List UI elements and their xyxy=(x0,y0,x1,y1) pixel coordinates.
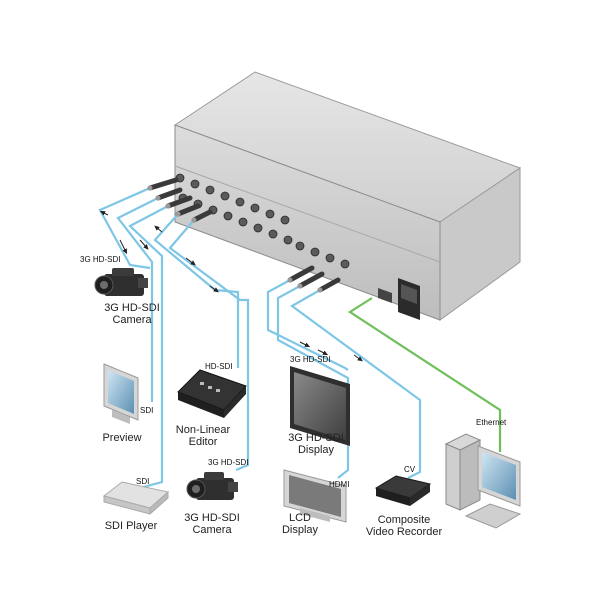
ethernet-cable xyxy=(347,297,502,452)
bnc-connectors xyxy=(147,173,350,293)
computer-port-label: Ethernet xyxy=(476,418,507,427)
preview-label: Preview xyxy=(102,432,142,444)
lcd-display-device xyxy=(283,469,347,523)
nonlinear-editor-device xyxy=(177,369,247,418)
signal-arrows xyxy=(99,210,363,362)
composite-recorder-label: Composite Video Recorder xyxy=(365,514,443,538)
camera-bottom-label: 3G HD-SDI Camera xyxy=(184,512,240,536)
computer-device xyxy=(444,433,522,529)
display-3g-port-label: 3G HD-SDI xyxy=(290,355,331,364)
sdi-cables xyxy=(98,186,422,490)
ethernet-port xyxy=(378,288,392,303)
lcd-display-label: LCD Display xyxy=(281,512,319,536)
camera-bottom-port-label: 3G HD-SDI xyxy=(208,458,249,467)
composite-recorder-device xyxy=(374,475,432,506)
sdi-player-label: SDI Player xyxy=(104,520,158,532)
camera-top-device xyxy=(94,268,148,296)
power-socket xyxy=(398,278,420,320)
composite-recorder-port-label: CV xyxy=(404,465,416,474)
lcd-display-port-label: HDMI xyxy=(329,480,350,489)
display-3g-label: 3G HD-SDI Display xyxy=(288,432,344,456)
preview-monitor-device xyxy=(103,363,139,424)
display-3g-device xyxy=(290,366,350,446)
nonlinear-editor-port-label: HD-SDI xyxy=(205,362,233,371)
preview-port-label: SDI xyxy=(140,406,154,415)
camera-top-port-label: 3G HD-SDI xyxy=(80,255,121,264)
nonlinear-editor-label: Non-Linear Editor xyxy=(175,424,231,448)
matrix-switcher-unit xyxy=(173,71,522,321)
sdi-player-device xyxy=(102,481,170,516)
camera-bottom-device xyxy=(186,472,238,500)
sdi-player-port-label: SDI xyxy=(136,477,150,486)
camera-top-label: 3G HD-SDI Camera xyxy=(104,302,160,326)
